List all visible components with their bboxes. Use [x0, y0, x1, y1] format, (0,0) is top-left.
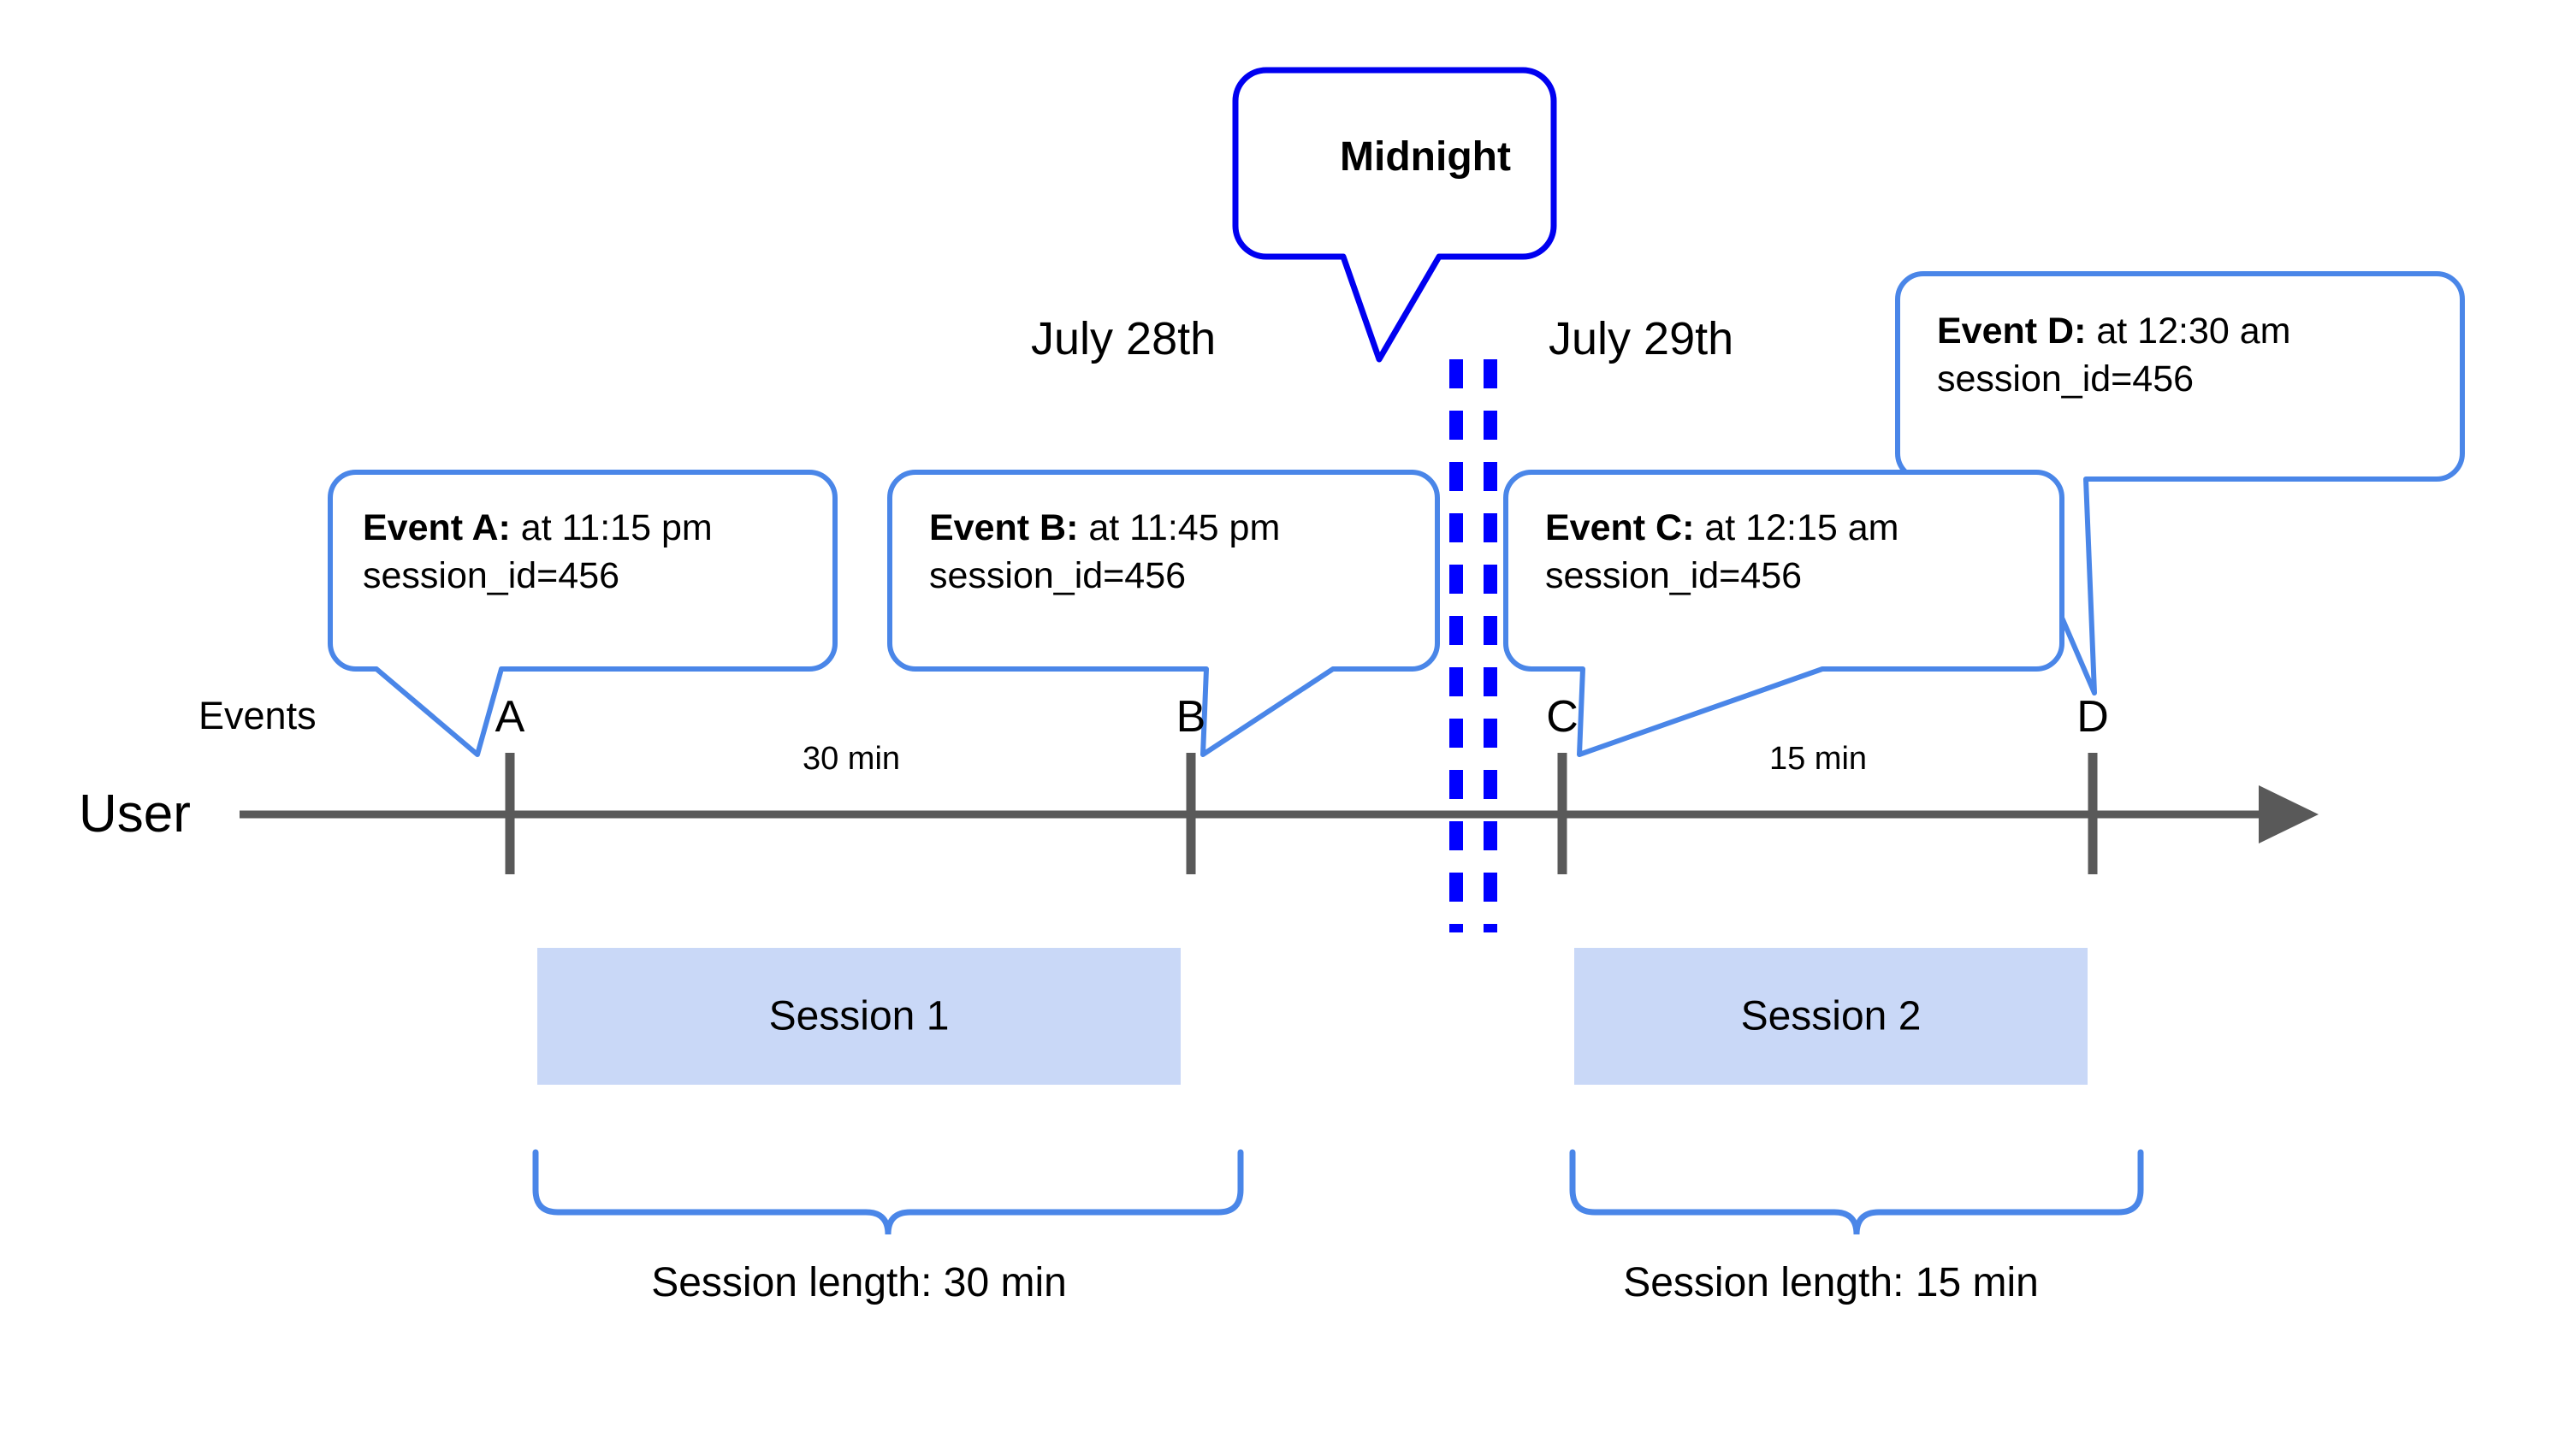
date-label-july-28: July 28th	[1031, 313, 1217, 364]
midnight-boundary-lines	[1449, 359, 1497, 932]
event-c-session-id: session_id=456	[1545, 554, 1803, 596]
event-c-time: at 12:15 am	[1694, 507, 1899, 548]
lane-label-user: User	[79, 784, 191, 843]
session-bar-1[interactable]: Session 1	[537, 948, 1181, 1085]
point-label-a: A	[495, 692, 525, 742]
midnight-callout-shape[interactable]	[1232, 67, 1557, 363]
event-a-title: Event A:	[363, 507, 511, 548]
event-d-line-1: Event D: at 12:30 am	[1937, 308, 2290, 356]
session-bar-2[interactable]: Session 2	[1574, 948, 2088, 1085]
point-label-c: C	[1546, 692, 1579, 742]
event-d-callout-text: Event D: at 12:30 am session_id=456	[1937, 308, 2290, 404]
session-2-brace-path	[1569, 1149, 2144, 1235]
date-label-july-29: July 29th	[1549, 313, 1734, 364]
event-b-callout-text: Event B: at 11:45 pm session_id=456	[929, 505, 1280, 601]
event-b-time: at 11:45 pm	[1078, 507, 1281, 548]
gap-label-15-min: 15 min	[1768, 741, 1868, 777]
event-a-time: at 11:15 pm	[510, 507, 713, 548]
event-b-session-id: session_id=456	[929, 554, 1187, 596]
event-c-callout-text: Event C: at 12:15 am session_id=456	[1545, 505, 1898, 601]
midnight-label: Midnight	[1340, 134, 1511, 180]
event-a-line-1: Event A: at 11:15 pm	[363, 505, 713, 553]
session-length-label-1: Session length: 30 min	[651, 1260, 1067, 1305]
axis-arrowhead	[2259, 785, 2319, 843]
lane-label-events: Events	[198, 694, 317, 737]
session-2-brace	[1569, 1149, 2144, 1235]
event-a-session-id: session_id=456	[363, 554, 620, 596]
session-bar-1-label: Session 1	[768, 993, 950, 1039]
event-d-time: at 12:30 am	[2086, 311, 2291, 352]
gap-label-30-min: 30 min	[802, 741, 901, 777]
point-label-d: D	[2076, 692, 2109, 742]
timeline-axis	[240, 753, 2319, 874]
event-d-session-id: session_id=456	[1937, 358, 2195, 400]
point-label-b: B	[1176, 692, 1206, 742]
event-a-callout-text: Event A: at 11:15 pm session_id=456	[363, 505, 713, 601]
midnight-bubble-path	[1232, 67, 1557, 363]
session-bar-2-label: Session 2	[1740, 993, 1922, 1039]
session-1-brace-path	[532, 1149, 1244, 1235]
event-b-line-1: Event B: at 11:45 pm	[929, 505, 1280, 553]
event-b-title: Event B:	[929, 507, 1079, 548]
session-1-brace	[532, 1149, 1244, 1235]
session-length-label-2: Session length: 15 min	[1623, 1260, 2039, 1305]
event-d-title: Event D:	[1937, 311, 2087, 352]
event-c-title: Event C:	[1545, 507, 1695, 548]
event-c-line-1: Event C: at 12:15 am	[1545, 505, 1898, 553]
